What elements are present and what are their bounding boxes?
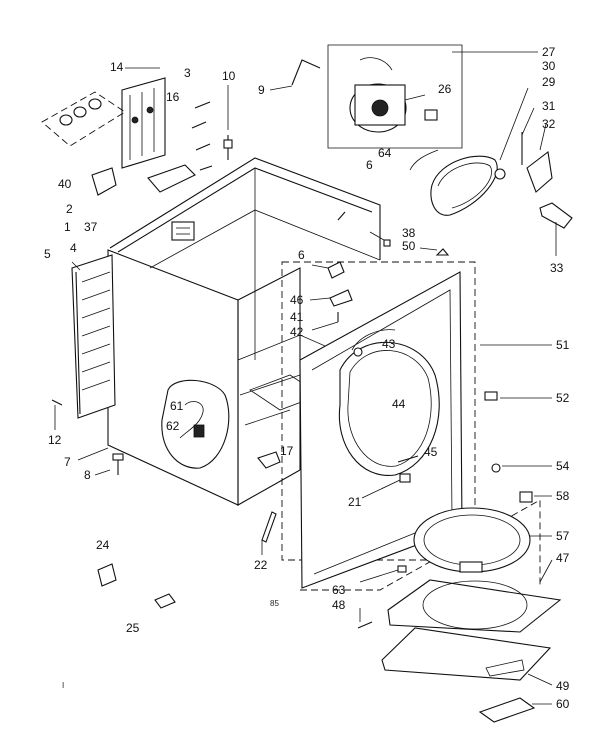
callout-2: 2 bbox=[66, 202, 73, 216]
callout-46: 46 bbox=[290, 293, 304, 307]
callout-4: 4 bbox=[70, 241, 77, 255]
callout-16: 16 bbox=[166, 90, 180, 104]
callout-12: 12 bbox=[48, 433, 62, 447]
callout-14: 14 bbox=[110, 60, 124, 74]
callout-32: 32 bbox=[542, 117, 556, 131]
callout-49: 49 bbox=[556, 679, 570, 693]
callout-54: 54 bbox=[556, 459, 570, 473]
control-bracket-parts bbox=[41, 77, 233, 196]
callout-43: 43 bbox=[382, 337, 396, 351]
callout-63: 63 bbox=[332, 583, 346, 597]
callout-25: 25 bbox=[126, 621, 140, 635]
callout-10: 10 bbox=[222, 69, 236, 83]
leader-lines bbox=[54, 51, 557, 705]
callout-30: 30 bbox=[542, 59, 556, 73]
callout-50: 50 bbox=[402, 239, 416, 253]
callout-52: 52 bbox=[556, 391, 570, 405]
door-switch-parts bbox=[327, 211, 353, 322]
base-assembly bbox=[300, 491, 562, 723]
callout-44: 44 bbox=[392, 397, 406, 411]
callout-6-lower: 6 bbox=[298, 248, 305, 262]
callout-31: 31 bbox=[542, 99, 556, 113]
drive-belt-idler bbox=[409, 132, 573, 229]
callout-58: 58 bbox=[556, 489, 570, 503]
callout-7: 7 bbox=[64, 455, 71, 469]
callout-26: 26 bbox=[438, 82, 452, 96]
callout-27: 27 bbox=[542, 45, 556, 59]
callout-29: 29 bbox=[542, 75, 556, 89]
diagram-code: 85 bbox=[270, 599, 279, 608]
callout-38: 38 bbox=[402, 226, 416, 240]
callout-51: 51 bbox=[556, 338, 570, 352]
callout-42: 42 bbox=[290, 325, 304, 339]
callout-40: 40 bbox=[58, 177, 72, 191]
callout-64: 64 bbox=[378, 146, 392, 160]
callout-47: 47 bbox=[556, 551, 570, 565]
callout-60: 60 bbox=[556, 697, 570, 711]
callout-3: 3 bbox=[184, 66, 191, 80]
callout-5: 5 bbox=[44, 247, 51, 261]
callout-22: 22 bbox=[254, 558, 268, 572]
callout-37: 37 bbox=[84, 220, 98, 234]
cabinet-assembly bbox=[107, 157, 381, 506]
callout-6-upper: 6 bbox=[366, 158, 373, 172]
callout-62: 62 bbox=[166, 419, 180, 433]
callout-41: 41 bbox=[290, 310, 304, 324]
callout-57: 57 bbox=[556, 529, 570, 543]
callout-33: 33 bbox=[550, 261, 564, 275]
callout-17: 17 bbox=[280, 444, 294, 458]
callout-21: 21 bbox=[348, 495, 362, 509]
callout-1: 1 bbox=[64, 220, 71, 234]
callout-24: 24 bbox=[96, 538, 110, 552]
callout-labels: 14 3 10 9 16 27 30 29 26 31 32 64 6 40 2… bbox=[44, 45, 570, 711]
corner-mark: I bbox=[62, 681, 64, 690]
callout-48: 48 bbox=[332, 598, 346, 612]
callout-8: 8 bbox=[84, 468, 91, 482]
loose-hardware bbox=[51, 399, 373, 629]
callout-9: 9 bbox=[258, 83, 265, 97]
callout-61: 61 bbox=[170, 399, 184, 413]
motor-assembly bbox=[291, 44, 463, 149]
side-panel-louvered bbox=[71, 254, 116, 419]
callout-45: 45 bbox=[424, 445, 438, 459]
